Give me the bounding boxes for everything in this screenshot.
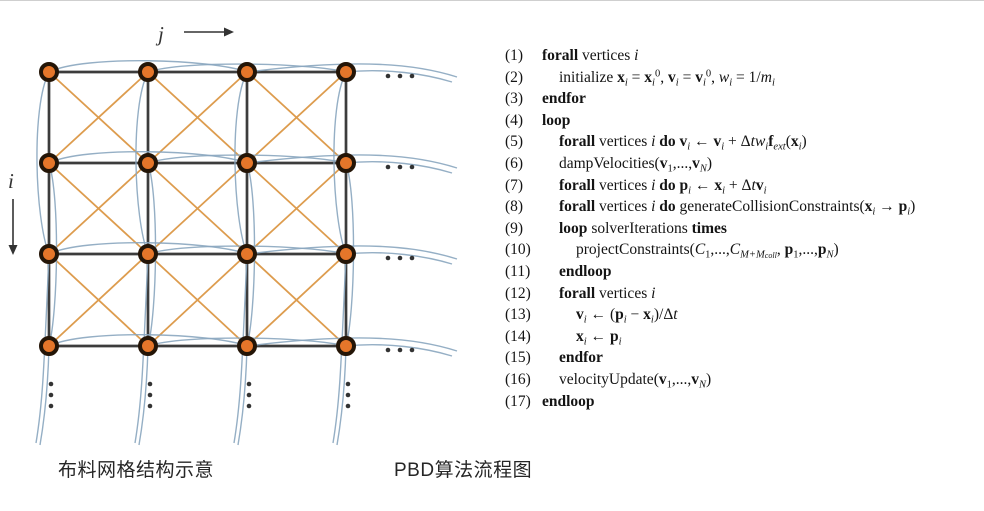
- algo-line-number: (16): [505, 370, 531, 388]
- mesh-node: [39, 153, 59, 173]
- algo-line: (1) forall vertices i: [505, 45, 915, 67]
- algo-line-number: (13): [505, 306, 531, 324]
- algo-line-number: (6): [505, 154, 524, 172]
- algo-line: (13) vi ← (pi − xi)/Δt: [505, 304, 915, 326]
- algo-line-number: (11): [505, 262, 531, 280]
- mesh-node: [237, 62, 257, 82]
- algo-line: (14) xi ← pi: [505, 326, 915, 348]
- j-axis-label: j: [155, 22, 164, 46]
- algo-line-text: forall vertices i do vi ← vi + Δtwifext(…: [559, 133, 807, 153]
- algo-line-text: forall vertices i do pi ← xi + Δtvi: [559, 176, 767, 196]
- algo-line: (16) velocityUpdate(v1,...,vN): [505, 369, 915, 391]
- algo-line: (11) endloop: [505, 261, 915, 283]
- algo-line-text: forall vertices i do generateCollisionCo…: [559, 198, 916, 218]
- bending-constraints: [35, 60, 458, 446]
- mesh-node: [39, 244, 59, 264]
- mesh-node: [336, 244, 356, 264]
- caption-algorithm: PBD算法流程图: [394, 460, 533, 481]
- j-arrow-icon: [224, 27, 234, 37]
- algo-line-number: (14): [505, 327, 531, 345]
- mesh-node: [237, 153, 257, 173]
- shear-constraints: [48, 71, 347, 347]
- mesh-node: [39, 336, 59, 356]
- algo-line-text: initialize xi = xi0, vi = vi0, wi = 1/mi: [559, 68, 775, 88]
- algo-line-number: (8): [505, 198, 524, 216]
- algo-line-text: velocityUpdate(v1,...,vN): [559, 370, 712, 391]
- algo-line-text: projectConstraints(C1,...,CM+Mcoll, p1,.…: [576, 241, 839, 261]
- algo-line-text: vi ← (pi − xi)/Δt: [576, 306, 678, 326]
- mesh-node: [138, 244, 158, 264]
- algo-line-number: (7): [505, 176, 524, 194]
- algo-line-text: loop solverIterations times: [559, 219, 727, 237]
- algo-line-text: xi ← pi: [576, 327, 622, 348]
- mesh-node: [336, 153, 356, 173]
- mesh-node: [237, 244, 257, 264]
- algo-line: (12) forall vertices i: [505, 283, 915, 305]
- algo-line-text: forall vertices i: [542, 47, 639, 64]
- algo-line-number: (1): [505, 47, 524, 64]
- algo-line-number: (12): [505, 284, 531, 302]
- mesh-node: [336, 336, 356, 356]
- mesh-svg: ji: [8, 22, 458, 446]
- algo-line-number: (17): [505, 392, 531, 410]
- algo-line: (5) forall vertices i do vi ← vi + Δtwife…: [505, 131, 915, 153]
- mesh-node: [138, 62, 158, 82]
- algo-line-number: (15): [505, 349, 531, 367]
- algo-line-text: endloop: [559, 262, 612, 280]
- algo-line-text: endloop: [542, 392, 595, 410]
- algo-line: (2) initialize xi = xi0, vi = vi0, wi = 1…: [505, 67, 915, 89]
- algo-line-text: endfor: [559, 349, 603, 367]
- algo-line: (15) endfor: [505, 347, 915, 369]
- algo-line: (8) forall vertices i do generateCollisio…: [505, 196, 915, 218]
- mesh-nodes: [39, 62, 356, 356]
- algo-line-text: endfor: [542, 90, 586, 108]
- row-ellipsis-dots: [385, 73, 415, 353]
- mesh-node: [138, 153, 158, 173]
- mesh-node: [336, 62, 356, 82]
- algo-line: (9) loop solverIterations times: [505, 218, 915, 240]
- algo-line-number: (5): [505, 133, 524, 151]
- algo-line: (10) projectConstraints(C1,...,CM+Mcoll, …: [505, 239, 915, 261]
- algo-line-text: dampVelocities(v1,...,vN): [559, 154, 713, 175]
- algo-line: (3) endfor: [505, 88, 915, 110]
- algo-line: (7) forall vertices i do pi ← xi + Δtvi: [505, 175, 915, 197]
- pbd-algorithm: (1) forall vertices i (2) initialize xi = x…: [505, 45, 915, 412]
- mesh-node: [138, 336, 158, 356]
- algo-line-text: forall vertices i: [559, 284, 656, 302]
- mesh-node: [39, 62, 59, 82]
- algo-line-number: (9): [505, 219, 524, 237]
- algo-line: (6) dampVelocities(v1,...,vN): [505, 153, 915, 175]
- algo-line-text: loop: [542, 111, 571, 129]
- algo-line-number: (10): [505, 241, 531, 259]
- algo-line-number: (3): [505, 90, 524, 108]
- col-ellipsis-dots: [48, 381, 351, 409]
- algo-line-number: (2): [505, 68, 524, 86]
- algo-line-number: (4): [505, 111, 524, 129]
- structural-constraints: [47, 70, 348, 348]
- algo-line: (4) loop: [505, 110, 915, 132]
- mesh-node: [237, 336, 257, 356]
- caption-mesh: 布料网格结构示意: [58, 460, 215, 481]
- i-arrow-icon: [8, 245, 18, 255]
- algo-line: (17) endloop: [505, 391, 915, 413]
- i-axis-label: i: [8, 169, 14, 193]
- axis-labels: ji: [8, 22, 234, 255]
